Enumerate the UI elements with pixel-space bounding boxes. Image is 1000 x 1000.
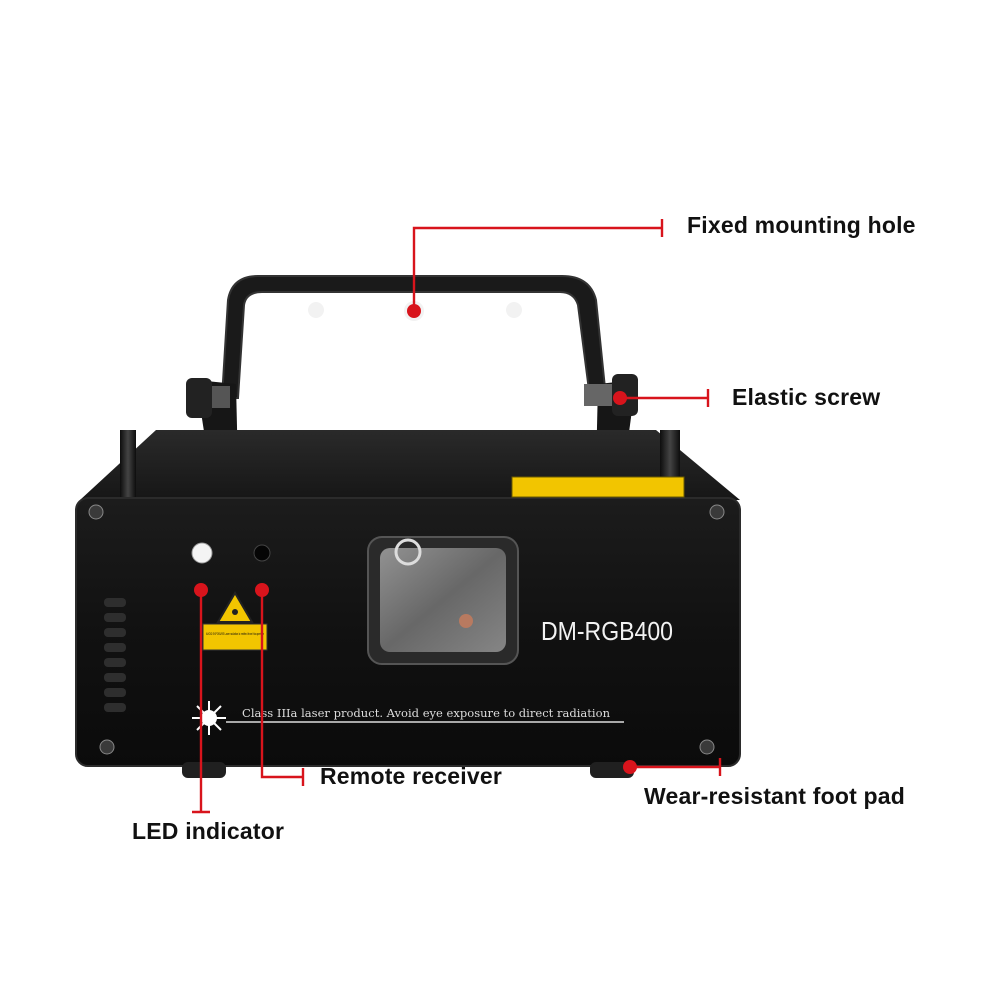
foot-pad-right (590, 762, 634, 778)
mounting-hole-left (308, 302, 324, 318)
callout-foot-pad: Wear-resistant foot pad (644, 783, 906, 809)
callout-lines (192, 219, 722, 814)
led-indicator (191, 542, 213, 564)
side-vents (104, 598, 126, 712)
mounting-hole-right (506, 302, 522, 318)
model-name: DM-RGB400 (541, 616, 673, 646)
callout-fixed-mounting-hole: Fixed mounting hole (687, 212, 916, 238)
remote-receiver (253, 544, 271, 562)
corner-screw-br (699, 739, 715, 755)
laser-warning-label-text: AVOID EXPOSURE Laser radiation is emitte… (206, 631, 264, 636)
corner-screw-tl (88, 504, 104, 520)
callout-dots (194, 304, 637, 774)
callout-remote-receiver: Remote receiver (320, 763, 502, 789)
foot-pad-left (182, 762, 226, 778)
callout-elastic-screw: Elastic screw (732, 384, 881, 410)
callout-led-indicator: LED indicator (132, 818, 285, 844)
top-warning-sticker (511, 476, 685, 498)
laser-warning-text: Class IIIa laser product. Avoid eye expo… (242, 707, 610, 720)
laser-starburst-icon (192, 701, 226, 735)
elastic-screw-left (186, 378, 230, 418)
corner-screw-bl (99, 739, 115, 755)
corner-screw-tr (709, 504, 725, 520)
aperture-window (367, 536, 519, 665)
laser-warning-label (202, 591, 268, 651)
